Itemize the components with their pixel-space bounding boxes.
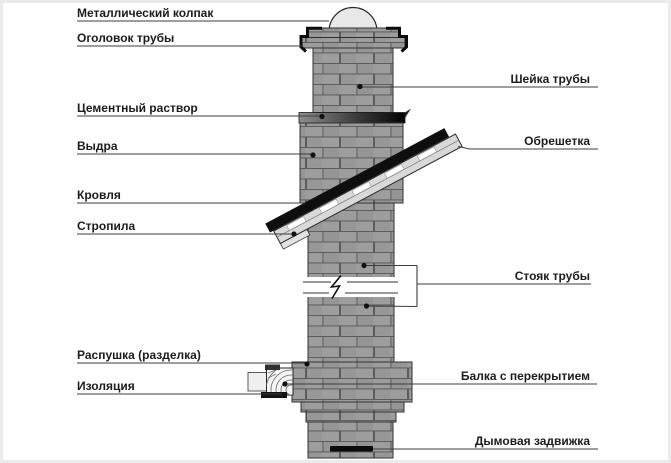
label-rafters: Стропила	[77, 219, 136, 233]
insulation-band-bottom	[261, 392, 287, 398]
riser-bracket	[366, 264, 418, 308]
label-cement-mortar: Цементный раствор	[77, 101, 198, 115]
leader-lines	[77, 20, 598, 450]
insulation-band-top	[265, 364, 280, 370]
label-smoke-damper: Дымовая задвижка	[474, 434, 590, 448]
label-fluffing: Распушка (разделка)	[77, 348, 201, 362]
ceiling-beam	[247, 364, 294, 398]
roofing-layer	[265, 128, 450, 233]
label-vydra: Выдра	[77, 139, 118, 153]
metal-cap-graphic	[328, 6, 378, 33]
smoke-damper-bar	[330, 446, 373, 452]
riser-lower	[307, 294, 395, 363]
wood-grain	[266, 368, 293, 395]
chimney-neck	[312, 47, 394, 113]
label-pipe-head: Оголовок трубы	[77, 31, 175, 45]
roof-assembly	[265, 128, 463, 250]
label-beam-with-ceiling: Балка с перекрытием	[460, 369, 590, 383]
chimney-body	[291, 6, 413, 459]
label-roofing: Кровля	[77, 188, 121, 202]
leader-dots	[282, 83, 370, 387]
label-pipe-riser: Стояк трубы	[514, 269, 590, 283]
fluffing-section	[291, 361, 413, 403]
break-symbol	[294, 274, 408, 299]
label-metal-cap: Металлический колпак	[77, 6, 214, 20]
fluffing-step-1	[300, 401, 405, 413]
bottom-column	[307, 421, 394, 459]
label-insulation: Изоляция	[77, 379, 135, 393]
fluffing-step-2	[305, 411, 397, 423]
label-lathing: Обрешетка	[524, 134, 590, 148]
lathing-battens	[286, 146, 437, 231]
crown-drip-edge-left	[299, 26, 322, 53]
label-pipe-neck: Шейка трубы	[510, 72, 590, 86]
crown-drip-edge-right	[386, 26, 408, 53]
